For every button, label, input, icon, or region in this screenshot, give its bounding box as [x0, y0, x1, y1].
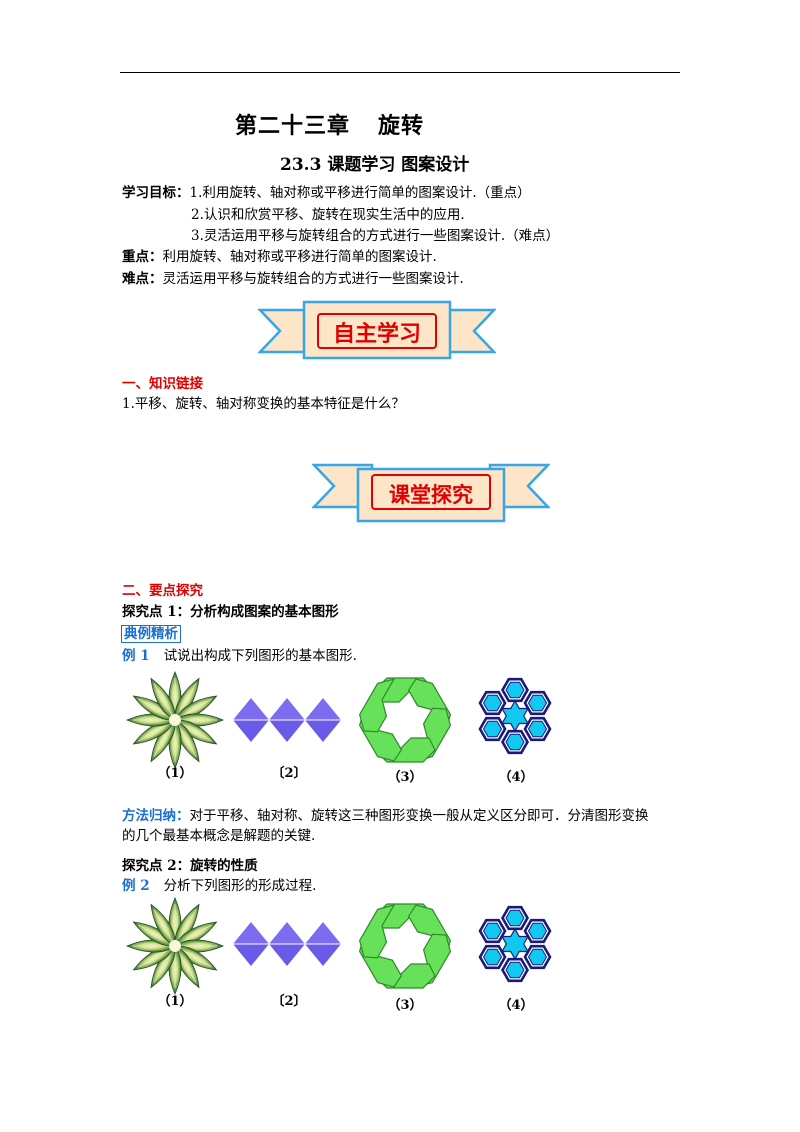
flower-figure-1 [127, 672, 223, 768]
example-2-text: 分析下列图形的形成过程. [163, 878, 317, 894]
figure-label: （1） [157, 993, 192, 1009]
figure-label: （4） [498, 769, 533, 785]
example-1-label: 例 1 [122, 648, 150, 664]
figures-row-1: （1） 〔2〕 （3） （4） [120, 668, 580, 785]
objective-item: 1.利用旋转、轴对称或平移进行简单的图案设计.（重点） [189, 185, 531, 201]
self-study-banner: 自主学习 [258, 300, 496, 360]
snowflake-figure-4 [479, 906, 552, 982]
example-1-text: 试说出构成下列图形的基本图形. [163, 648, 357, 664]
example-2-label: 例 2 [122, 878, 150, 894]
key-point: 重点：利用旋转、轴对称或平移进行简单的图案设计. [122, 247, 437, 267]
hex-ring-figure-3 [354, 673, 457, 767]
flower-figure-1 [127, 898, 223, 994]
chapter-title: 第二十三章 旋转 [235, 108, 424, 140]
figure-label: 〔2〕 [271, 993, 306, 1009]
method-summary-line-2: 的几个最基本概念是解题的关键. [122, 828, 316, 844]
key-point-label: 重点： [122, 249, 163, 265]
diamond-figure-2 [232, 921, 342, 967]
diamond-figure-2 [232, 697, 342, 743]
figure-label: 〔2〕 [271, 765, 306, 781]
explore-point-2: 探究点 2：旋转的性质 [122, 858, 258, 874]
hex-ring-figure-3 [354, 899, 457, 993]
explore-point-1: 探究点 1：分析构成图案的基本图形 [122, 604, 339, 620]
key-explore-heading: 二、要点探究 [122, 583, 203, 599]
question-1: 1.平移、旋转、轴对称变换的基本特征是什么？ [122, 396, 405, 412]
class-explore-banner: 课堂探究 [312, 463, 550, 523]
difficulty-label: 难点： [122, 271, 163, 287]
knowledge-link-heading: 一、知识链接 [122, 376, 203, 392]
chapter-number: 第二十三章 [235, 113, 351, 139]
self-study-banner-label: 自主学习 [333, 321, 421, 347]
difficulty: 难点：灵活运用平移与旋转组合的方式进行一些图案设计. [122, 269, 464, 289]
example-2: 例 2 分析下列图形的形成过程. [122, 876, 316, 896]
method-text: 对于平移、轴对称、旋转这三种图形变换一般从定义区分即可．分清图形变换 [189, 808, 649, 824]
figure-label: （3） [387, 997, 422, 1013]
objectives-line-1: 学习目标：1.利用旋转、轴对称或平移进行简单的图案设计.（重点） [122, 183, 531, 203]
example-1: 例 1 试说出构成下列图形的基本图形. [122, 646, 357, 666]
chapter-name: 旋转 [378, 113, 425, 139]
class-explore-banner-label: 课堂探究 [389, 483, 473, 507]
figures-row-2: （1） 〔2〕 （3） （4） [120, 896, 580, 1013]
figure-label: （1） [157, 765, 192, 781]
key-point-text: 利用旋转、轴对称或平移进行简单的图案设计. [162, 249, 437, 265]
figure-label: （3） [387, 769, 422, 785]
objective-item: 2.认识和欣赏平移、旋转在现实生活中的应用. [191, 207, 465, 223]
top-rule [120, 72, 680, 73]
method-summary-line-1: 方法归纳：对于平移、轴对称、旋转这三种图形变换一般从定义区分即可．分清图形变换 [122, 806, 649, 826]
example-tag: 典例精析 [121, 624, 181, 644]
method-label: 方法归纳： [122, 808, 190, 824]
snowflake-figure-4 [479, 678, 552, 754]
figure-label: （4） [498, 997, 533, 1013]
difficulty-text: 灵活运用平移与旋转组合的方式进行一些图案设计. [162, 271, 464, 287]
objectives-label: 学习目标： [122, 185, 190, 201]
objective-item: 3.灵活运用平移与旋转组合的方式进行一些图案设计.（难点） [191, 228, 560, 244]
section-title: 23.3 课题学习 图案设计 [280, 155, 470, 175]
example-tag-label: 典例精析 [121, 625, 181, 643]
